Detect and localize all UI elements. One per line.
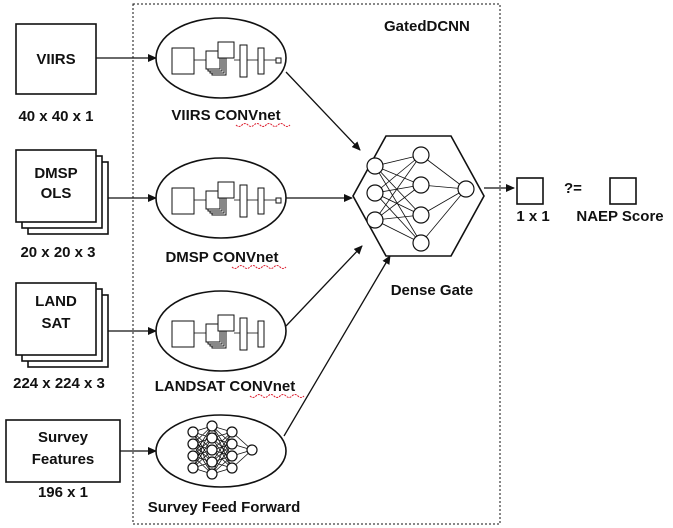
net-node: [226, 462, 238, 474]
viirs-convnet: VIIRS CONVnet: [155, 17, 291, 127]
input-viirs-dims: 40 x 40 x 1: [18, 108, 93, 125]
container-label: GatedDCNN: [384, 18, 470, 35]
net-node: [412, 206, 430, 224]
net-edge: [374, 165, 422, 216]
naep-score-label: NAEP Score: [576, 208, 663, 225]
input-survey: Survey Features 196 x 1: [5, 419, 121, 501]
gated-dcnn-container: [132, 3, 501, 525]
net-node: [226, 438, 238, 450]
net-edge: [211, 443, 233, 475]
input-landsat-label-line1: LAND: [35, 293, 77, 310]
input-landsat: LAND SAT 224 x 224 x 3: [13, 282, 109, 392]
dmsp-convnet-label: DMSP CONVnet: [165, 249, 278, 266]
input-viirs: VIIRS 40 x 40 x 1: [15, 23, 97, 125]
net-node: [457, 180, 475, 198]
net-edge: [192, 437, 213, 469]
input-dmsp-dims: 20 x 20 x 3: [20, 244, 95, 261]
comparison-symbol: ?=: [564, 180, 582, 197]
landsat-convnet-label: LANDSAT CONVnet: [155, 378, 296, 395]
net-edge: [374, 154, 422, 194]
net-node: [226, 450, 238, 462]
net-node: [206, 468, 218, 480]
input-dmsp-label-line1: DMSP: [34, 165, 77, 182]
net-node: [187, 462, 199, 474]
dense-gate: Dense Gate: [352, 135, 485, 299]
net-edge: [420, 188, 467, 216]
input-survey-label-line1: Survey: [38, 429, 89, 446]
input-dmsp: DMSP OLS 20 x 20 x 3: [15, 149, 109, 261]
naep-score-box: [609, 177, 637, 205]
net-edge: [374, 165, 422, 244]
net-edge: [192, 425, 213, 469]
net-node: [187, 450, 199, 462]
viirs-convnet-label: VIIRS CONVnet: [171, 107, 280, 124]
output-box: [516, 177, 544, 205]
net-node: [366, 211, 384, 229]
net-edge: [374, 184, 422, 221]
net-node: [366, 184, 384, 202]
input-landsat-dims: 224 x 224 x 3: [13, 375, 105, 392]
net-node: [412, 146, 430, 164]
net-edge: [211, 431, 233, 475]
net-edge: [374, 154, 422, 221]
net-edge: [192, 425, 213, 457]
survey-ff-label: Survey Feed Forward: [148, 499, 301, 516]
dense-gate-label: Dense Gate: [391, 282, 474, 299]
net-edge: [420, 154, 467, 190]
net-node: [187, 438, 199, 450]
input-survey-label-line2: Features: [32, 451, 95, 468]
landsat-convnet: LANDSAT CONVnet: [155, 290, 305, 398]
arrow-viirs-to-gate: [285, 71, 361, 151]
dmsp-convnet-icon: [171, 181, 282, 218]
net-node: [206, 432, 218, 444]
arrow-landsat-to-gate: [285, 245, 363, 327]
survey-feed-forward: Survey Feed Forward: [148, 414, 301, 516]
survey-ff-icon: [187, 420, 258, 480]
net-node: [206, 444, 218, 456]
net-edge: [420, 188, 467, 244]
input-survey-dims: 196 x 1: [38, 484, 88, 501]
net-node: [226, 426, 238, 438]
landsat-convnet-icon: [171, 314, 265, 351]
net-node: [246, 444, 258, 456]
dmsp-convnet: DMSP CONVnet: [155, 157, 287, 269]
net-node: [206, 420, 218, 432]
net-node: [206, 456, 218, 468]
net-edge: [374, 192, 422, 244]
dense-gate-network-icon: [366, 146, 475, 252]
net-node: [366, 157, 384, 175]
viirs-convnet-icon: [171, 41, 282, 78]
input-viirs-label: VIIRS: [36, 51, 75, 68]
net-edge: [211, 431, 233, 463]
net-node: [187, 426, 199, 438]
net-node: [412, 176, 430, 194]
input-landsat-label-line2: SAT: [42, 315, 71, 332]
input-dmsp-label-line2: OLS: [41, 185, 72, 202]
arrow-ff-to-gate: [283, 255, 391, 437]
net-node: [412, 234, 430, 252]
output-label: 1 x 1: [516, 208, 549, 225]
